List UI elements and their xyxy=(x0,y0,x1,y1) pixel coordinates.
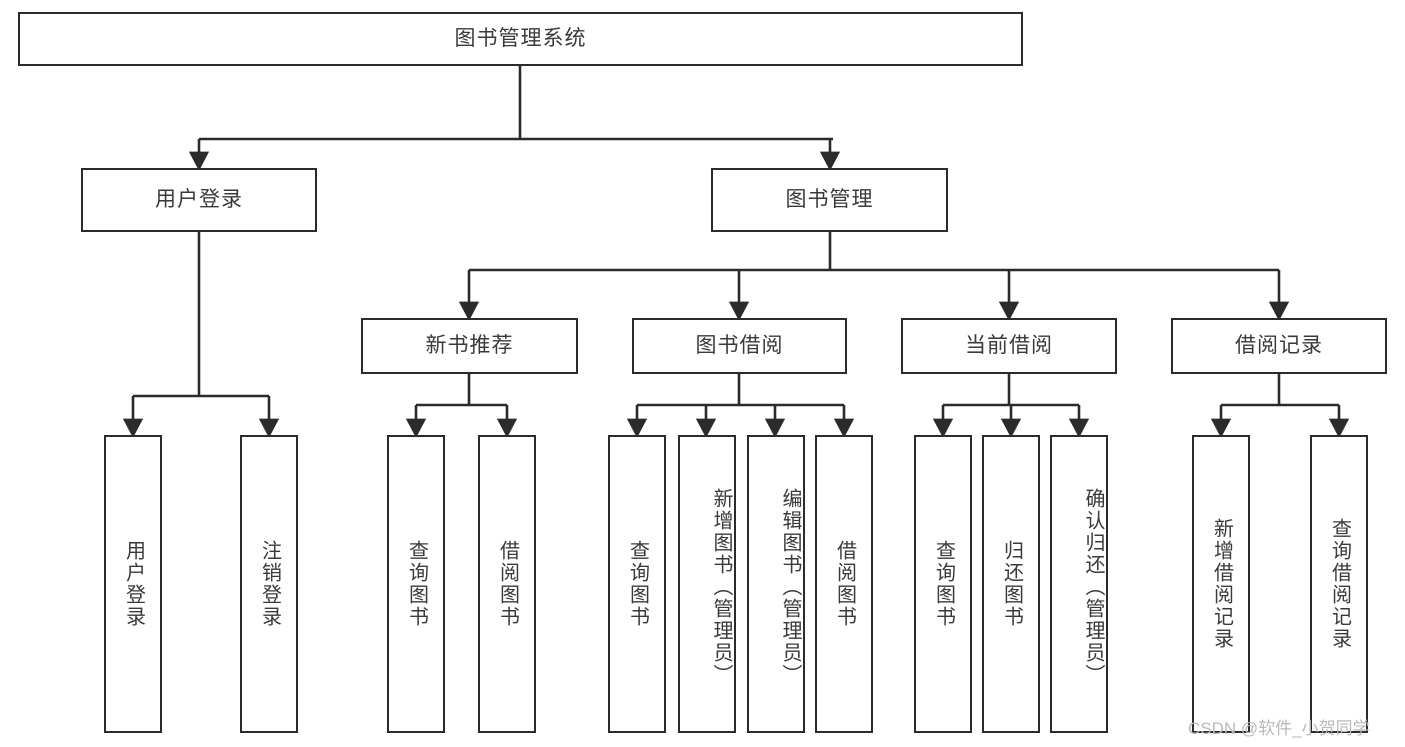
leaf-add-borrow-record[interactable]: 新增借阅记录 xyxy=(1192,435,1250,733)
leaf-user-login[interactable]: 用户登录 xyxy=(104,435,162,733)
leaf-add-book-admin[interactable]: 新增图书（管理员） xyxy=(678,435,736,733)
leaf-confirm-return-admin[interactable]: 确认归还（管理员） xyxy=(1050,435,1108,733)
leaf-query-borrow-record[interactable]: 查询借阅记录 xyxy=(1310,435,1368,733)
node-root-book-management-system[interactable]: 图书管理系统 xyxy=(18,12,1023,66)
csdn-watermark: CSDN @软件_小贺同学 xyxy=(1188,719,1370,738)
leaf-return-book[interactable]: 归还图书 xyxy=(982,435,1040,733)
leaf-logout[interactable]: 注销登录 xyxy=(240,435,298,733)
leaf-edit-book-admin[interactable]: 编辑图书（管理员） xyxy=(747,435,805,733)
leaf-borrow-book-new-recommend[interactable]: 借阅图书 xyxy=(478,435,536,733)
node-current-borrow[interactable]: 当前借阅 xyxy=(901,318,1117,374)
node-user-login[interactable]: 用户登录 xyxy=(81,168,317,232)
leaf-query-book-borrow[interactable]: 查询图书 xyxy=(608,435,666,733)
node-book-borrow[interactable]: 图书借阅 xyxy=(632,318,847,374)
leaf-query-book-current[interactable]: 查询图书 xyxy=(914,435,972,733)
leaf-query-book-new-recommend[interactable]: 查询图书 xyxy=(387,435,445,733)
node-new-book-recommend[interactable]: 新书推荐 xyxy=(361,318,578,374)
node-book-management[interactable]: 图书管理 xyxy=(711,168,948,232)
node-borrow-record[interactable]: 借阅记录 xyxy=(1171,318,1387,374)
leaf-borrow-book[interactable]: 借阅图书 xyxy=(815,435,873,733)
